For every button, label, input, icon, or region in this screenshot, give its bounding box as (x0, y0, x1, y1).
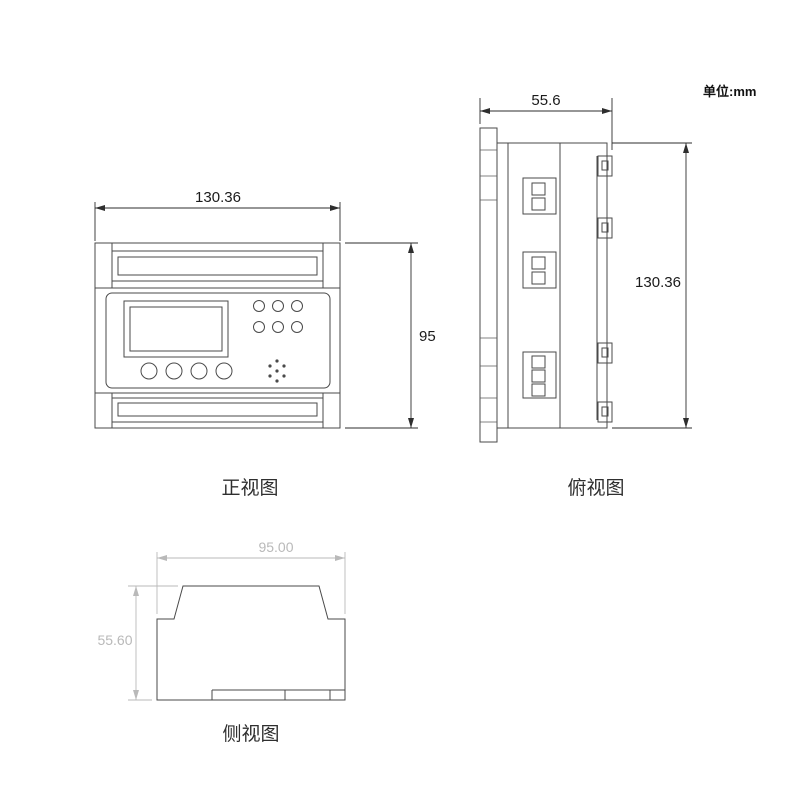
front-height-dim-text: 95 (419, 328, 436, 345)
top-width-dim-text: 55.6 (531, 92, 560, 109)
top-view: 55.6 130.36 俯视图 (479, 92, 692, 499)
top-height-dim-text: 130.36 (635, 274, 681, 291)
front-view-outline (94, 242, 341, 429)
front-width-dimension: 130.36 (94, 189, 341, 241)
top-view-outline (479, 127, 608, 443)
side-width-dim-text: 95.00 (258, 539, 293, 555)
front-height-dimension: 95 (345, 242, 436, 429)
top-view-label: 俯视图 (567, 477, 624, 499)
front-view-label: 正视图 (221, 477, 278, 499)
lcd-display (123, 300, 229, 358)
front-width-dim-text: 130.36 (195, 189, 241, 206)
front-buttons (140, 362, 233, 380)
side-height-dim-text: 55.60 (97, 632, 132, 648)
top-width-dimension: 55.6 (479, 92, 613, 150)
side-view-label: 侧视图 (222, 723, 279, 745)
side-view-outline (156, 585, 346, 701)
top-height-dimension: 130.36 (612, 142, 692, 429)
side-clips (597, 155, 613, 423)
front-view: 130.36 95 正视图 (94, 189, 436, 499)
terminal-blocks (522, 177, 557, 399)
speaker-holes (268, 359, 286, 383)
side-view: 95.00 55.60 侧视图 (97, 539, 346, 745)
side-height-dimension: 55.60 (97, 585, 178, 701)
unit-label: 单位:mm (703, 84, 756, 99)
side-width-dimension: 95.00 (156, 539, 346, 614)
rail-ticks (480, 149, 497, 423)
indicator-leds (253, 300, 303, 333)
